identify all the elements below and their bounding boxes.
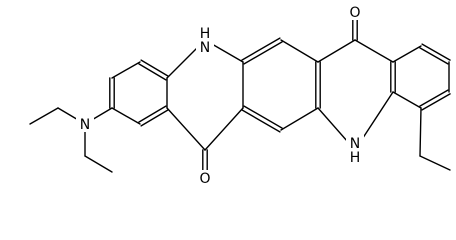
single-bond [29, 107, 59, 125]
nh-atom-bottom-label: N [350, 136, 360, 152]
atom-label-background [346, 4, 364, 20]
single-bond [84, 155, 113, 173]
double-bond-line [243, 105, 283, 129]
atom-label-background [76, 116, 94, 132]
single-bond [280, 39, 319, 63]
atom-label-background [346, 135, 364, 165]
atom-label-background [196, 25, 214, 55]
amine-nitrogen-atom-label: N [80, 117, 90, 133]
double-bond-line [241, 109, 281, 133]
single-bond [204, 107, 244, 151]
double-bond-line [140, 59, 169, 77]
double-bond-line [421, 93, 451, 111]
double-bond-line [241, 37, 281, 61]
double-bond-line [419, 89, 449, 107]
oxygen-atom-bottom-label: O [199, 171, 210, 187]
double-bond-line [243, 41, 283, 65]
single-bond [354, 39, 394, 63]
oxygen-atom-top-label: O [349, 5, 360, 21]
single-bond [392, 91, 422, 109]
single-bond [111, 107, 141, 125]
double-bond-line [421, 43, 451, 61]
double-bond-line [138, 63, 167, 81]
single-bond [166, 107, 206, 151]
nh-atom-top-label: H [200, 26, 211, 42]
double-bond-line [138, 105, 167, 123]
double-bond-line [140, 109, 169, 127]
single-bond [419, 155, 451, 171]
nh-atom-top-label: N [200, 40, 210, 56]
single-bond [392, 45, 422, 63]
bonds-layer [29, 11, 451, 179]
atom-label-background [196, 170, 214, 186]
double-bond-line [419, 47, 449, 65]
single-bond [280, 107, 319, 131]
single-bond [419, 107, 422, 157]
nh-atom-bottom-label: H [350, 150, 361, 166]
single-bond [111, 61, 141, 79]
single-bond [317, 39, 356, 63]
